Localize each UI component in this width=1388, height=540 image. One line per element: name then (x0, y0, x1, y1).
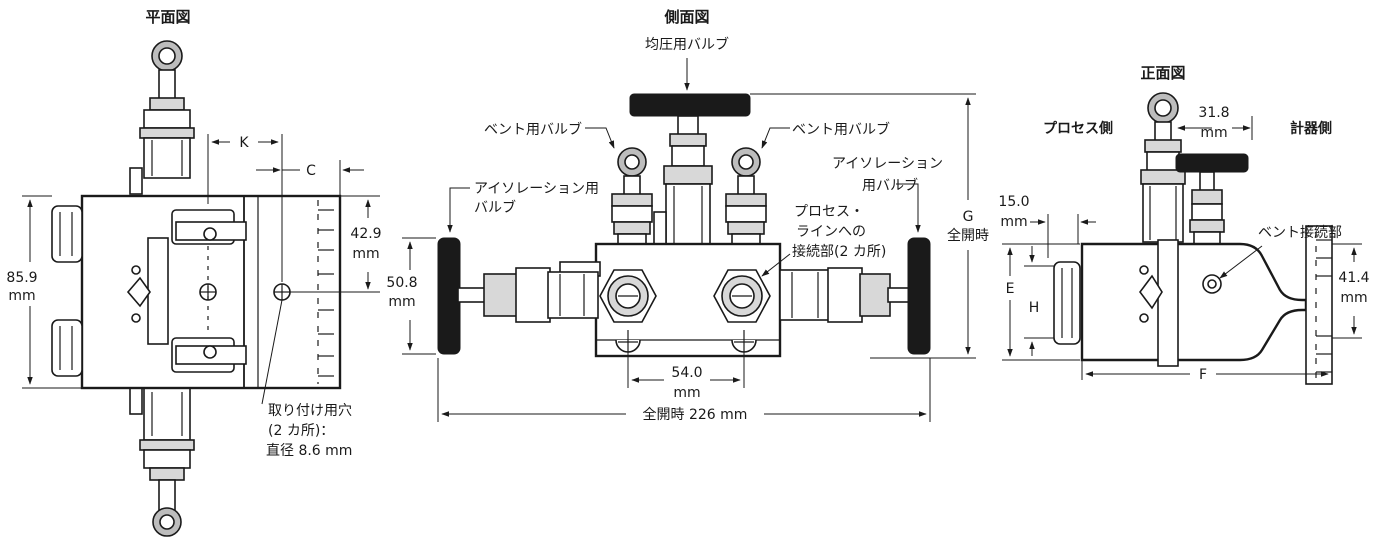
dim-41-4-value: 41.4 (1338, 270, 1369, 286)
front-equalizer-valve (1175, 153, 1249, 245)
label-vent-valve-left: ベント用バルブ (484, 121, 582, 138)
plan-view: 平面図 (6, 8, 382, 537)
side-mounting-holes (615, 330, 757, 353)
side-left-isolation-valve (437, 237, 599, 355)
plan-center-valve (126, 209, 247, 373)
front-view: 正面図 プロセス側 計器側 (998, 64, 1370, 385)
dim-h-label: H (1029, 300, 1040, 316)
front-center-handle (1139, 239, 1179, 367)
dim-g-note: 全開時 (947, 227, 989, 244)
dim-f-label: F (1199, 367, 1207, 383)
dim-31-8-unit: mm (1200, 125, 1227, 141)
dim-31-8-value: 31.8 (1198, 105, 1229, 121)
front-view-title: 正面図 (1140, 64, 1185, 82)
plan-top-vent-valve (129, 40, 195, 195)
dim-k-label: K (239, 135, 249, 151)
dim-50-8-value: 50.8 (386, 275, 417, 291)
label-vent-valve-right: ベント用バルブ (792, 121, 890, 138)
label-equalizer-valve: 均圧用バルブ (645, 36, 729, 53)
dim-226-label: 全開時 226 mm (643, 406, 748, 423)
label-isolation-right-1: アイソレーション (832, 156, 943, 172)
dim-85-9-unit: mm (8, 288, 35, 304)
dim-85-9-value: 85.9 (6, 270, 37, 286)
front-manifold-body (1080, 242, 1308, 362)
dim-42-9: 42.9 mm (290, 195, 382, 293)
plan-mounting-hole (273, 283, 291, 301)
dim-15-0-unit: mm (1000, 214, 1027, 230)
dim-k: K (207, 134, 283, 282)
label-process-side: プロセス側 (1043, 120, 1113, 137)
dim-226: 全開時 226 mm (437, 358, 931, 423)
side-right-vent-valve (725, 147, 767, 247)
hole-note-line-3: 直径 8.6 mm (266, 442, 352, 459)
process-connection-right (713, 269, 771, 323)
label-isolation-left-1: アイソレーション用 (474, 181, 599, 197)
dim-e: E (1002, 243, 1080, 361)
process-connection-left (599, 269, 657, 323)
plan-bottom-vent-valve (129, 387, 195, 537)
dim-85-9: 85.9 mm (6, 195, 82, 389)
label-process-conn-3: 接続部(2 カ所) (792, 243, 886, 260)
label-vent-connection: ベント接続部 (1258, 224, 1342, 241)
plan-left-fittings (51, 205, 83, 377)
dim-42-9-unit: mm (352, 246, 379, 262)
dim-31-8: 31.8 mm (1177, 105, 1253, 141)
dim-41-4: 41.4 mm (1332, 243, 1370, 339)
hole-note-line-2: (2 カ所)： (268, 423, 334, 439)
dim-c: C (256, 160, 364, 196)
dim-h: H (1024, 246, 1054, 356)
side-view-title: 側面図 (663, 8, 709, 26)
dim-54-0-value: 54.0 (671, 365, 702, 381)
label-meter-side: 計器側 (1290, 120, 1332, 137)
dim-54-0-unit: mm (673, 385, 700, 401)
front-left-nut (1053, 261, 1081, 345)
plan-view-title: 平面図 (145, 8, 190, 26)
side-left-vent-valve (611, 147, 653, 247)
dim-15-0-value: 15.0 (998, 194, 1029, 210)
side-right-isolation-valve (779, 237, 931, 355)
dim-54-0: 54.0 mm (627, 352, 745, 401)
dim-41-4-unit: mm (1340, 290, 1367, 306)
dim-c-label: C (306, 163, 316, 179)
label-isolation-right-2: 用バルブ (862, 177, 918, 194)
label-process-conn-2: ラインへの (796, 224, 866, 240)
dim-50-8: 50.8 mm (386, 237, 436, 355)
front-vent-connection (1202, 274, 1222, 294)
dim-50-8-unit: mm (388, 294, 415, 310)
label-isolation-left-2: バルブ (474, 199, 516, 216)
dim-f: F (1081, 360, 1333, 384)
equalizer-valve-handle (629, 93, 751, 247)
dim-42-9-value: 42.9 (350, 226, 381, 242)
dim-15-0: 15.0 mm (998, 194, 1096, 258)
dim-g-label: G (963, 209, 974, 225)
label-process-conn-1: プロセス・ (794, 204, 864, 220)
front-vent-valve (1140, 92, 1186, 243)
dim-e-label: E (1006, 281, 1015, 297)
hole-note-line-1: 取り付け用穴 (268, 403, 352, 419)
side-view: 側面図 均圧用バルブ G 全開時 (386, 8, 989, 423)
